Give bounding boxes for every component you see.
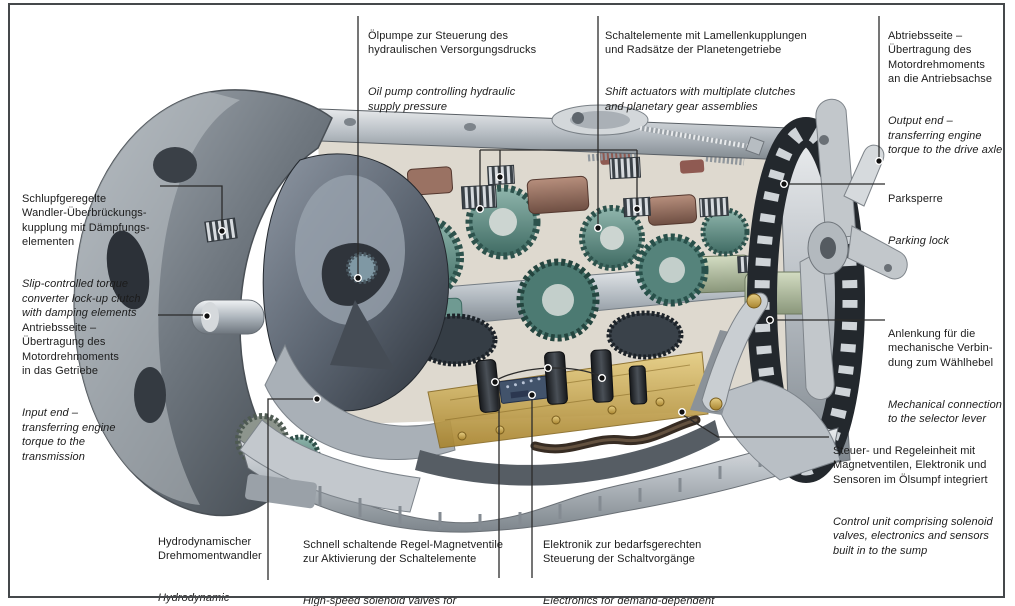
torque-converter: [191, 153, 456, 476]
leader-control-unit: [678, 408, 829, 438]
label-selector-link: Anlenkung für die mechanische Verbin- du…: [888, 312, 1002, 441]
leader-parking-lock: [780, 179, 885, 188]
label-shift-elements: Schaltelemente mit Lamellenkupplungen un…: [605, 14, 807, 129]
label-output-end: Abtriebsseite – Übertragung des Motordre…: [888, 14, 1002, 172]
callout-dot: [476, 204, 485, 213]
label-lockup-clutch-de: Schlupfgeregelte Wandler-Überbrückungs- …: [22, 192, 150, 249]
label-torque-converter: Hydrodynamischer Drehmomentwandler Hydro…: [158, 520, 262, 606]
label-solenoid-valves: Schnell schaltende Regel-Magnetventile z…: [303, 523, 503, 606]
label-selector-link-en: Mechanical connection to the selector le…: [888, 398, 1003, 426]
label-control-unit-en: Control unit comprising solenoid valves,…: [833, 515, 993, 557]
callout-dot: [766, 316, 775, 325]
callout-dot: [313, 395, 322, 404]
callout-dot: [594, 223, 603, 232]
callout-dot: [633, 204, 642, 213]
label-solenoid-valves-en: High-speed solenoid valves for controlli…: [303, 595, 457, 606]
label-lockup-clutch-en: Slip-controlled torque converter lock-up…: [22, 278, 141, 319]
label-control-unit-de: Steuer- und Regeleinheit mit Magnetventi…: [833, 444, 988, 486]
label-electronics-en: Electronics for demand-dependent control…: [543, 595, 715, 606]
label-selector-link-de: Anlenkung für die mechanische Verbin- du…: [888, 327, 994, 369]
label-electronics: Elektronik zur bedarfsgerechten Steuerun…: [543, 523, 714, 606]
callout-dot: [354, 274, 363, 283]
label-torque-converter-de: Hydrodynamischer Drehmomentwandler: [158, 535, 262, 563]
label-parking-lock: Parksperre Parking lock: [888, 177, 949, 263]
callout-leaders: [158, 16, 885, 580]
label-control-unit: Steuer- und Regeleinheit mit Magnetventi…: [833, 429, 993, 573]
label-shift-elements-de: Schaltelemente mit Lamellenkupplungen un…: [605, 29, 807, 57]
selector-lever: [690, 292, 769, 415]
label-parking-lock-de: Parksperre: [888, 192, 943, 205]
callout-dot: [217, 226, 226, 235]
leader-oil-pump: [354, 16, 363, 283]
label-solenoid-valves-de: Schnell schaltende Regel-Magnetventile z…: [303, 538, 504, 566]
label-input-end: Antriebsseite – Übertragung des Motordre…: [22, 306, 119, 479]
label-input-end-en: Input end – transferring engine torque t…: [22, 407, 116, 463]
leader-input-end: [158, 312, 211, 321]
transmission-pcb: [498, 375, 554, 404]
callout-dot: [528, 391, 537, 400]
label-output-end-de: Abtriebsseite – Übertragung des Motordre…: [888, 29, 993, 86]
output-flange: [799, 98, 908, 400]
leader-shift-elements: [476, 16, 642, 232]
label-electronics-de: Elektronik zur bedarfsgerechten Steuerun…: [543, 538, 702, 566]
callout-dot: [598, 374, 607, 383]
leader-torque-converter: [267, 395, 322, 580]
leader-solenoid-valves: [491, 364, 607, 578]
label-lockup-clutch: Schlupfgeregelte Wandler-Überbrückungs- …: [22, 177, 150, 335]
callout-dot: [875, 156, 884, 165]
callout-dot: [496, 172, 505, 181]
oil-pan: [239, 379, 841, 533]
callout-dot: [491, 378, 500, 387]
callout-dot: [780, 179, 789, 188]
label-oil-pump: Ölpumpe zur Steuerung des hydraulischen …: [368, 14, 536, 129]
label-input-end-de: Antriebsseite – Übertragung des Motordre…: [22, 321, 119, 378]
callout-dot: [678, 408, 687, 417]
leader-output-end: [875, 16, 884, 165]
label-torque-converter-en: Hydrodynamic torque converter: [158, 592, 230, 604]
label-parking-lock-en: Parking lock: [888, 234, 950, 247]
leader-selector-link: [766, 316, 885, 325]
label-oil-pump-en: Oil pump controlling hydraulic supply pr…: [368, 86, 516, 113]
callout-dot: [202, 312, 211, 321]
leader-lockup-clutch: [160, 185, 226, 235]
label-oil-pump-de: Ölpumpe zur Steuerung des hydraulischen …: [368, 29, 537, 57]
label-shift-elements-en: Shift actuators with multiplate clutches…: [605, 86, 796, 113]
callout-dot: [544, 364, 553, 373]
label-output-end-en: Output end – transferring engine torque …: [888, 115, 1003, 156]
leader-electronics: [528, 391, 537, 578]
